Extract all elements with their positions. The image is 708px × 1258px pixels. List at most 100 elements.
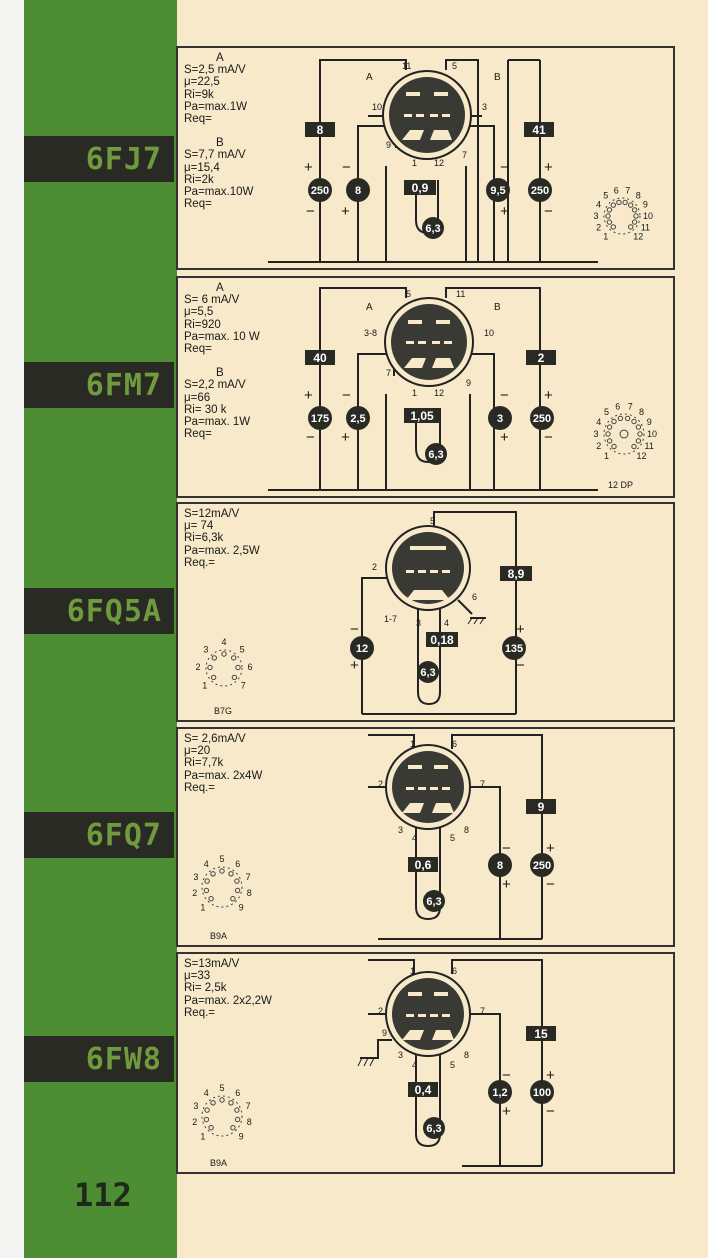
svg-text:+: + — [516, 621, 525, 638]
spec-line: μ=5,5 — [184, 306, 214, 319]
socket-pin-number: 10 — [647, 429, 657, 439]
spec-line: Req= — [184, 343, 212, 356]
svg-text:6,3: 6,3 — [426, 896, 441, 908]
socket-pin-hole — [628, 224, 634, 230]
specs-6fj7: A S=2,5 mA/V μ=22,5 Ri=9k Pa=max.1W Req=… — [184, 52, 253, 210]
pin-label: 5 — [430, 516, 435, 526]
spec-line: Req= — [184, 113, 212, 126]
socket-pin-number: 3 — [593, 211, 598, 221]
spec-line: Ri=2k — [184, 173, 214, 186]
spec-line: Ri= 2,5k — [184, 982, 227, 995]
socket-name: B9A — [210, 931, 227, 941]
socket-pin-hole — [210, 674, 217, 681]
value-box: 0,9 — [404, 180, 436, 195]
socket-pin-number: 1 — [200, 1132, 205, 1142]
tube-name: 6FW8 — [85, 1042, 162, 1077]
specs-6fq5a: S=12mA/V μ= 74 Ri=6,3k Pa=max. 2,5W Req.… — [184, 508, 260, 569]
socket-name: B9A — [210, 1158, 227, 1168]
socket-pin-number: 12 — [633, 231, 643, 241]
voltage-circle: 8 — [488, 853, 512, 877]
socket-pin-number: 5 — [240, 644, 245, 654]
socket-pin-hole — [211, 655, 217, 661]
socket-pin-number: 6 — [235, 1088, 240, 1098]
svg-text:−: − — [350, 621, 359, 638]
spec-line: Ri=7,7k — [184, 757, 224, 770]
socket-pin-number: 2 — [596, 222, 601, 232]
tube-tab-6fq7: 6FQ7 — [24, 812, 174, 858]
socket-pin-hole — [234, 878, 240, 884]
tube-name: 6FQ7 — [85, 818, 162, 853]
spec-line: S=7,7 mA/V — [184, 149, 246, 162]
svg-text:0,6: 0,6 — [415, 858, 432, 872]
svg-text:−: − — [546, 876, 555, 893]
socket-pin-hole — [204, 878, 210, 884]
value-box: 15 — [526, 1026, 556, 1041]
pin-label: 5 — [452, 61, 457, 71]
socket-pin-number: 6 — [615, 402, 620, 412]
socket-pin-hole — [605, 213, 611, 219]
schematic-6fq5a: 5 2 6 1-7 3 4 8,9 0,18 12 135 6,3 −+ +− … — [195, 511, 532, 716]
socket-pin-hole — [631, 207, 638, 213]
svg-text:250: 250 — [533, 413, 551, 425]
voltage-circle: 135 — [502, 636, 526, 660]
svg-text:+: + — [341, 429, 350, 446]
socket-pin-hole — [606, 219, 613, 225]
socket-pin-number: 6 — [614, 186, 619, 196]
svg-text:+: + — [544, 387, 553, 404]
socket-pin-hole — [230, 1125, 236, 1131]
pin-label: 5 — [450, 833, 455, 843]
svg-text:8: 8 — [497, 860, 503, 872]
svg-text:−: − — [306, 429, 315, 446]
voltage-circle: 9,5 — [486, 178, 510, 202]
voltage-circle: 12 — [350, 636, 374, 660]
socket-diagram — [603, 413, 645, 455]
socket-pin-number: 4 — [221, 637, 226, 647]
socket-pin-number: 5 — [219, 854, 224, 864]
svg-text:3: 3 — [497, 413, 503, 425]
page-margin — [0, 0, 24, 1258]
socket-pin-hole — [616, 199, 622, 206]
socket-pin-number: 3 — [593, 429, 598, 439]
socket-pin-hole — [228, 1100, 234, 1106]
socket-pin-hole — [617, 415, 624, 422]
socket-pin-hole — [631, 443, 637, 450]
socket-pin-hole — [611, 418, 617, 425]
heater-circle: 6,3 — [423, 890, 445, 912]
socket-pin-hole — [235, 664, 241, 671]
tube-tab-6fw8: 6FW8 — [24, 1036, 174, 1082]
socket-pin-hole — [633, 213, 639, 219]
socket-pin-number: 3 — [193, 1101, 198, 1111]
pin-label: 9 — [386, 140, 391, 150]
socket-pin-number: 2 — [596, 441, 601, 451]
socket-diagram — [205, 649, 243, 687]
pin-label: 7 — [480, 1006, 485, 1016]
svg-text:9: 9 — [538, 800, 545, 814]
svg-text:+: + — [544, 159, 553, 176]
pin-label: 4 — [412, 833, 417, 843]
spec-line: μ=66 — [184, 391, 211, 404]
pin-label: 4 — [444, 618, 449, 628]
pin-label: 7 — [462, 150, 467, 160]
svg-text:250: 250 — [311, 185, 329, 197]
socket-pin-number: 4 — [204, 859, 209, 869]
socket-pin-number: 7 — [246, 1101, 251, 1111]
spec-heading: B — [216, 137, 224, 150]
value-box: 2 — [526, 350, 556, 365]
pin-label: 4 — [412, 1060, 417, 1070]
socket-pin-hole — [219, 1097, 225, 1103]
pin-label: 2 — [378, 1006, 383, 1016]
spec-line: μ=33 — [184, 970, 211, 983]
socket-pin-number: 9 — [643, 200, 648, 210]
socket-pin-hole — [624, 415, 631, 422]
socket-pin-number: 1 — [200, 903, 205, 913]
spec-line: Pa=max. 2x4W — [184, 769, 263, 782]
pin-label: 3 — [398, 1050, 403, 1060]
heater-circle: 6,3 — [422, 217, 444, 239]
svg-text:41: 41 — [532, 123, 546, 137]
value-box: 40 — [305, 350, 335, 365]
socket-pin-hole — [635, 438, 642, 444]
pin-label: 10 — [372, 102, 382, 112]
socket-pin-hole — [631, 418, 637, 425]
section-label: B — [494, 302, 501, 313]
socket-pin-hole — [637, 431, 643, 437]
